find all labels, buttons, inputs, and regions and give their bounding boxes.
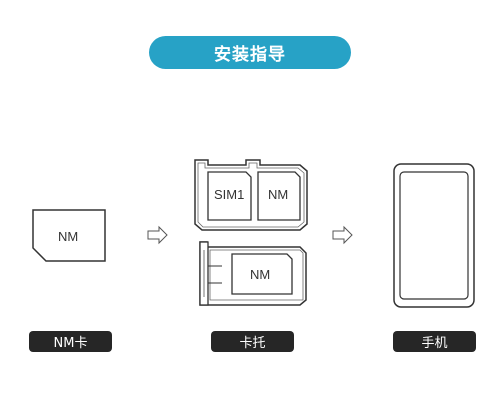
tray-nm-text-bottom: NM (250, 267, 270, 282)
phone (393, 163, 475, 308)
nm-card: NM (32, 209, 106, 262)
card-tray-bottom: NM (199, 241, 307, 306)
page-title: 安装指导 (149, 36, 351, 69)
arrow-right-icon (147, 225, 168, 245)
nm-card-text: NM (58, 229, 78, 244)
tray-sim-text: SIM1 (214, 187, 244, 202)
tray-nm-text-top: NM (268, 187, 288, 202)
card-tray-label: 卡托 (211, 331, 294, 352)
card-tray-top: SIM1 NM (194, 159, 308, 231)
nm-card-label: NM卡 (29, 331, 112, 352)
arrow-right-icon (332, 225, 353, 245)
phone-label: 手机 (393, 331, 476, 352)
